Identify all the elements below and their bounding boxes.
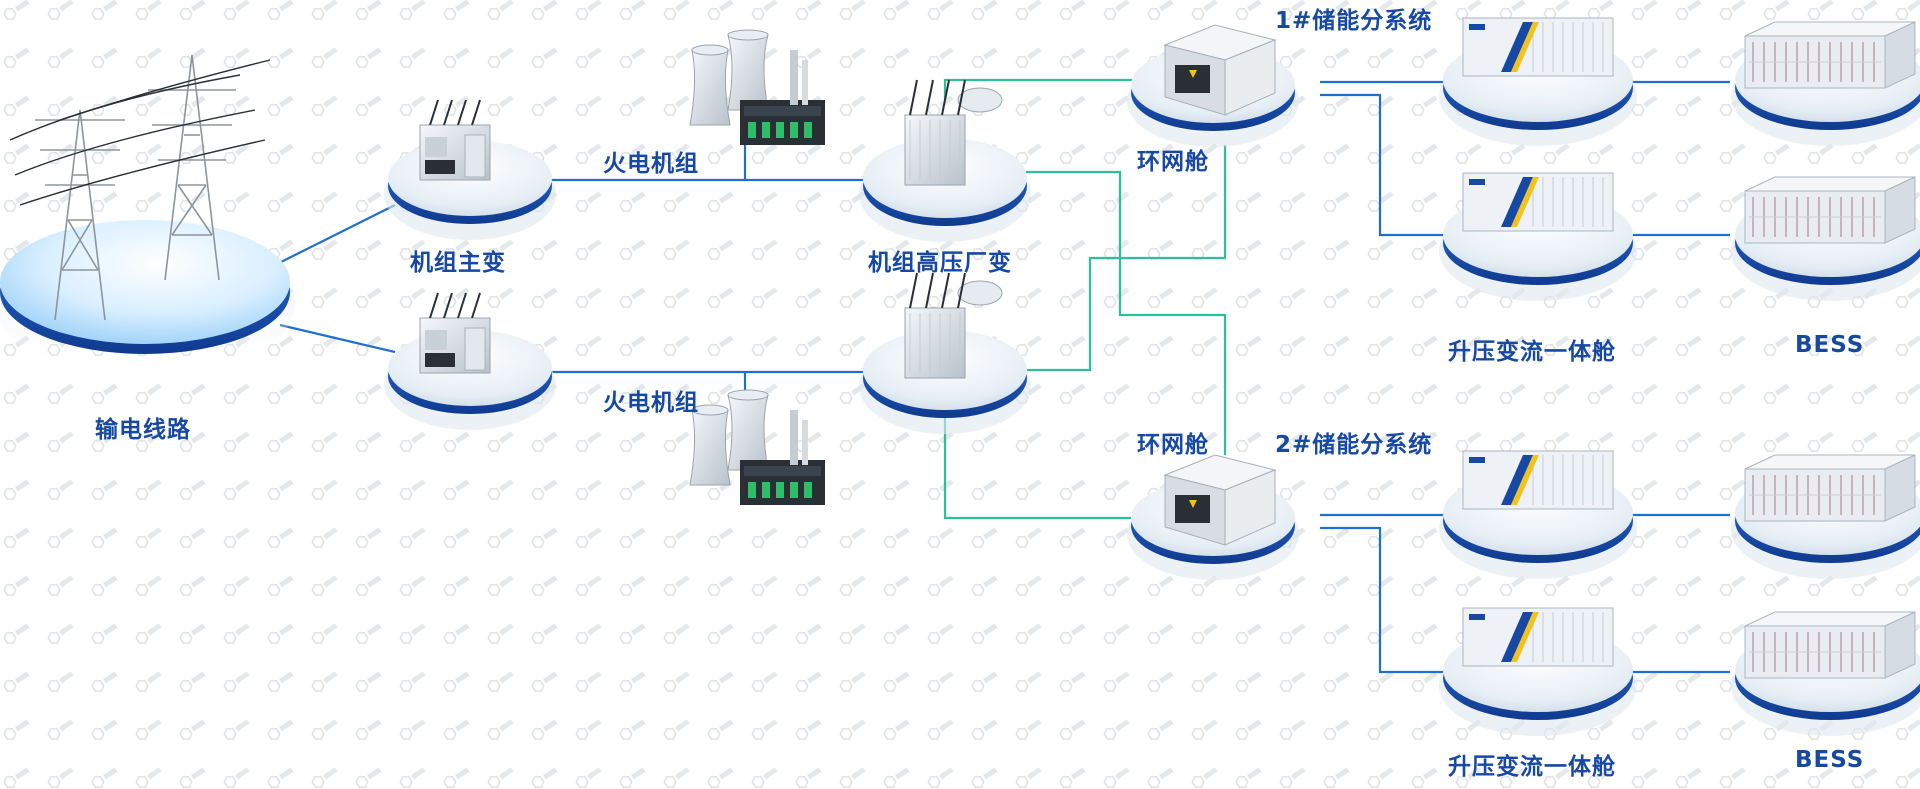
- aux-lines: [943, 78, 1227, 520]
- label-ring-main-unit-top: 环网舱: [1137, 149, 1209, 175]
- boost-pcs-cabin-node-4: [1439, 607, 1637, 736]
- thermal-power-plant-icon: [689, 389, 825, 505]
- battery-container-icon: [1744, 611, 1916, 679]
- hv-station-transformer-node-bottom: [859, 272, 1031, 434]
- label-storage-subsystem-1: 1#储能分系统: [1275, 8, 1433, 34]
- label-unit-hv-station-transformer: 机组高压厂变: [868, 250, 1012, 276]
- station-transformer-icon: [904, 79, 1003, 186]
- transmission-tower-icon: [35, 54, 236, 321]
- unit-main-transformer-node-bottom: [384, 292, 556, 430]
- boost-pcs-cabin-node-3: [1439, 450, 1637, 579]
- bess-node-4: [1731, 611, 1920, 736]
- label-unit-main-transformer: 机组主变: [410, 250, 506, 276]
- label-ring-main-unit-bottom: 环网舱: [1137, 432, 1209, 458]
- boost-pcs-cabin-node-1: [1439, 17, 1637, 146]
- transformer-icon: [419, 99, 491, 181]
- battery-container-icon: [1744, 176, 1916, 244]
- boost-pcs-cabin-node-2: [1439, 172, 1637, 301]
- equipment-platforms: [384, 17, 1920, 736]
- ring-main-unit-icon: [1163, 24, 1277, 116]
- label-thermal-unit-top: 火电机组: [603, 151, 699, 177]
- thermal-power-plant-icon: [689, 29, 825, 145]
- boost-pcs-cabin-icon: [1462, 172, 1614, 232]
- boost-pcs-cabin-icon: [1462, 450, 1614, 510]
- label-bess-bottom: BESS: [1795, 747, 1865, 773]
- hv-station-transformer-node-top: [859, 79, 1031, 242]
- label-transmission-line: 输电线路: [95, 417, 191, 443]
- ring-main-unit-node-top: [1127, 24, 1299, 147]
- ring-main-unit-node-bottom: [1127, 454, 1299, 580]
- bess-node-1: [1731, 21, 1920, 146]
- boost-pcs-cabin-icon: [1462, 17, 1614, 77]
- unit-main-transformer-node-top: [384, 99, 556, 240]
- battery-container-icon: [1744, 454, 1916, 522]
- label-boost-pcs-cabin-top: 升压变流一体舱: [1448, 339, 1616, 365]
- bess-node-2: [1731, 176, 1920, 301]
- label-boost-pcs-cabin-bottom: 升压变流一体舱: [1448, 754, 1616, 780]
- boost-pcs-cabin-icon: [1462, 607, 1614, 667]
- battery-container-icon: [1744, 21, 1916, 89]
- power-lines: [274, 80, 1730, 674]
- station-transformer-icon: [904, 272, 1003, 379]
- ring-main-unit-icon: [1163, 454, 1277, 546]
- bess-node-3: [1731, 454, 1920, 579]
- label-bess-top: BESS: [1795, 332, 1865, 358]
- transmission-line-node: [0, 54, 295, 377]
- label-storage-subsystem-2: 2#储能分系统: [1275, 432, 1433, 458]
- transformer-icon: [419, 292, 491, 374]
- label-thermal-unit-bottom: 火电机组: [603, 390, 699, 416]
